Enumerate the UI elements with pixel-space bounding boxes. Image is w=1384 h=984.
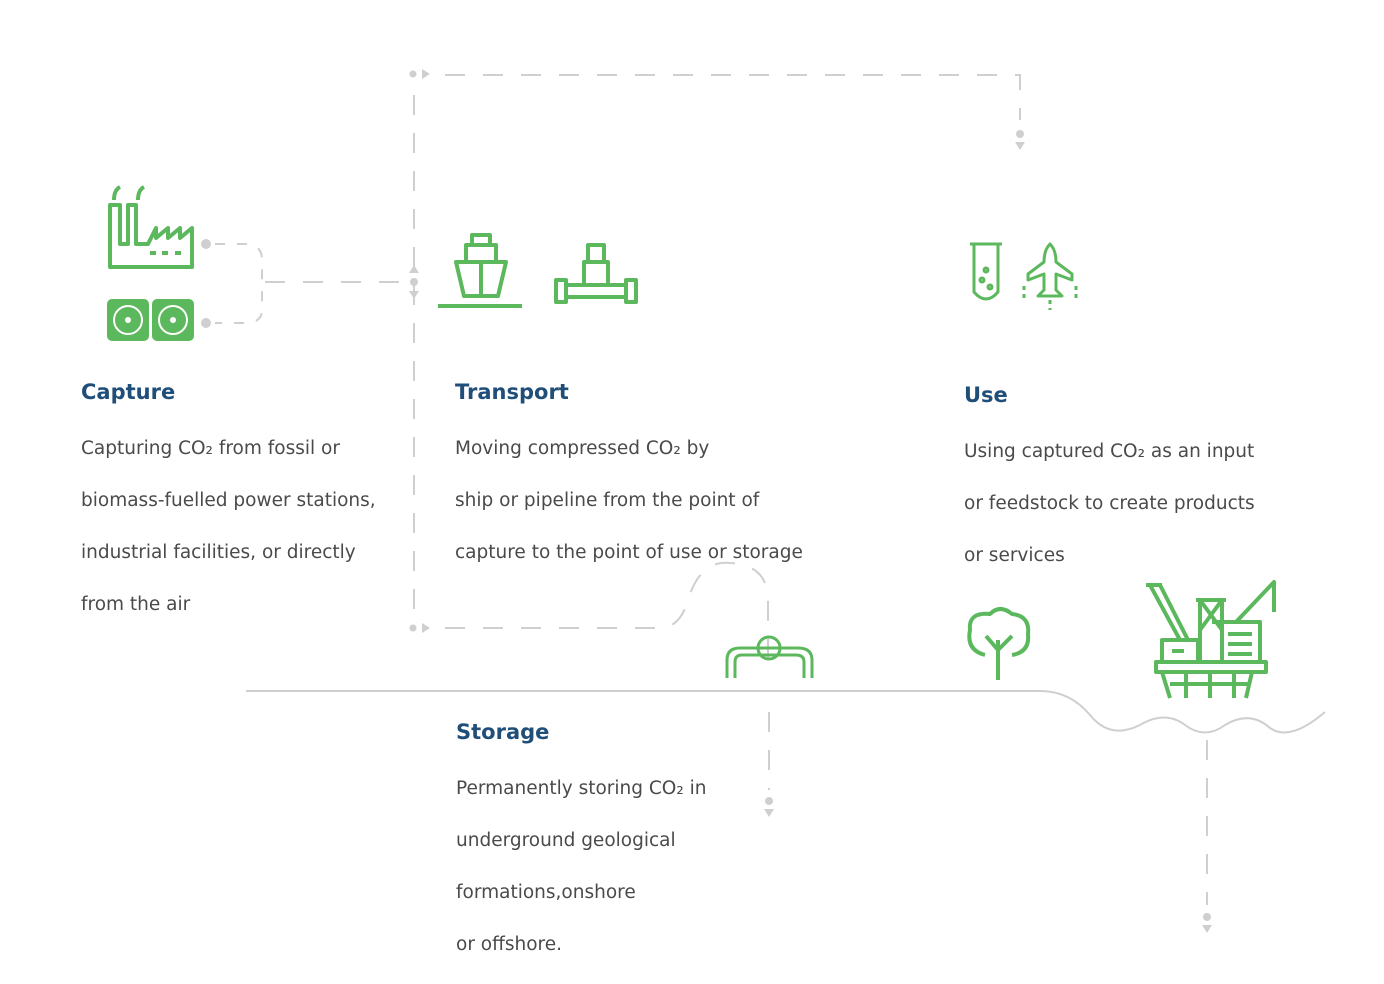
storage-line: underground geological (456, 830, 676, 851)
storage-line: Permanently storing CO₂ in (456, 778, 707, 799)
transport-section: Transport Moving compressed CO₂ by ship … (455, 380, 835, 592)
use-title: Use (964, 383, 1008, 407)
transport-description: Moving compressed CO₂ by ship or pipelin… (455, 410, 835, 592)
transport-title: Transport (455, 380, 569, 404)
storage-line: formations,onshore (456, 882, 636, 903)
use-line: or feedstock to create products (964, 493, 1255, 514)
test-tube-icon (970, 242, 1002, 301)
use-line: Using captured CO₂ as an input (964, 441, 1255, 462)
storage-title: Storage (456, 720, 550, 744)
transport-line: Moving compressed CO₂ by (455, 438, 710, 459)
capture-section: Capture Capturing CO₂ from fossil or bio… (81, 380, 411, 644)
factory-icon (108, 185, 194, 269)
transport-line: capture to the point of use or storage (455, 542, 803, 563)
capture-title: Capture (81, 380, 176, 404)
pipe-valve-icon (725, 635, 814, 678)
capture-line: from the air (81, 594, 191, 615)
storage-description: Permanently storing CO₂ in underground g… (456, 750, 756, 984)
oil-rig-icon (1146, 580, 1276, 699)
flow-line-top (445, 74, 1021, 120)
ground-line (246, 690, 1326, 734)
capture-line: industrial facilities, or directly (81, 542, 356, 563)
ship-icon (438, 233, 522, 308)
fan-icon (107, 299, 149, 341)
flow-line-bottom (445, 561, 769, 670)
transport-line: ship or pipeline from the point of (455, 490, 760, 511)
storage-line: or offshore. (456, 934, 563, 955)
use-line: or services (964, 545, 1065, 566)
tree-icon (967, 607, 1031, 680)
pipeline-icon (554, 243, 638, 304)
storage-section: Storage Permanently storing CO₂ in under… (456, 720, 756, 984)
use-description: Using captured CO₂ as an input or feedst… (964, 413, 1284, 595)
fan-icon (152, 299, 194, 341)
capture-description: Capturing CO₂ from fossil or biomass-fue… (81, 410, 411, 644)
use-section: Use Using captured CO₂ as an input or fe… (964, 383, 1284, 595)
capture-line: biomass-fuelled power stations, (81, 490, 376, 511)
airplane-icon (1022, 242, 1078, 310)
capture-line: Capturing CO₂ from fossil or (81, 438, 340, 459)
